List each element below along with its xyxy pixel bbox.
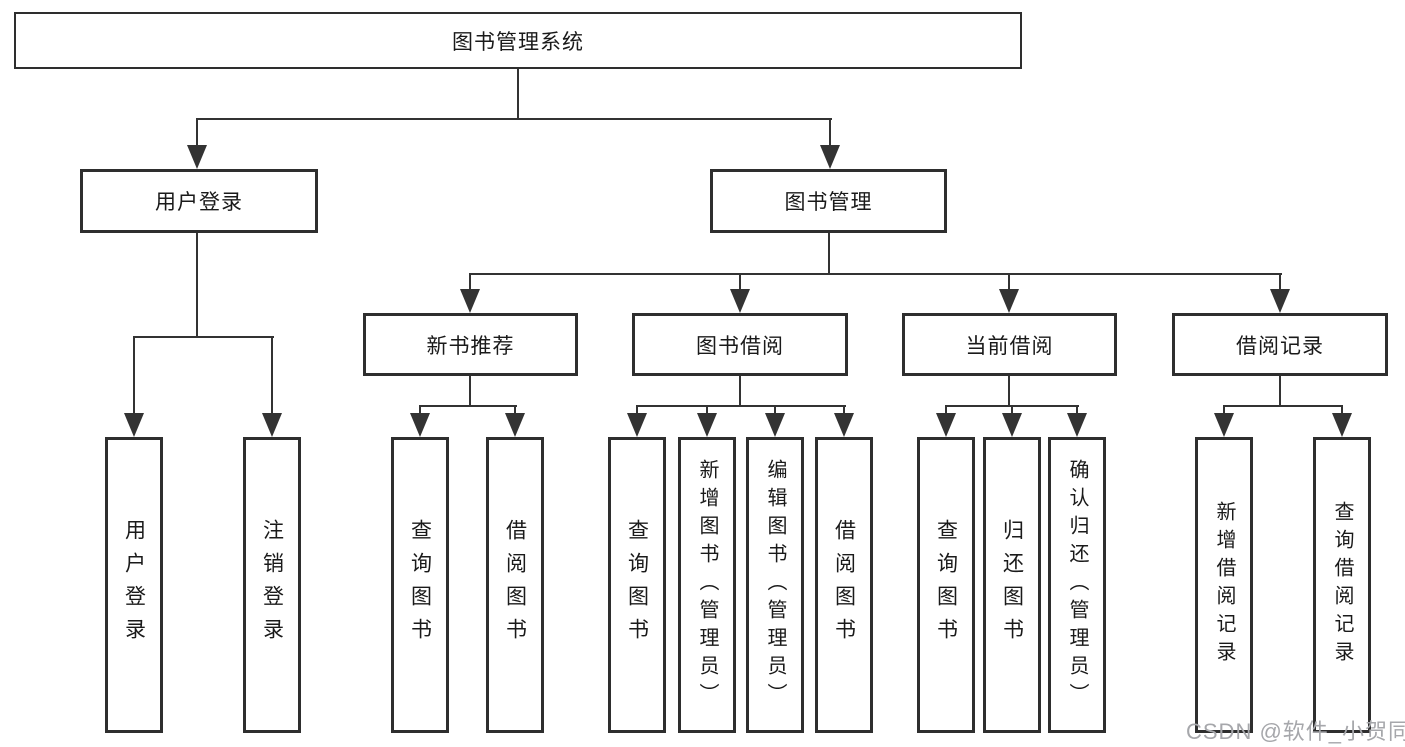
connector-line — [514, 405, 516, 417]
connector-line — [133, 336, 135, 416]
leaf-user-login: 用户登录 — [105, 437, 163, 733]
arrow-down-icon — [505, 413, 525, 437]
arrow-down-icon — [410, 413, 430, 437]
node-label: 图书管理 — [784, 191, 873, 214]
leaf-label: 借阅图书 — [832, 519, 856, 651]
connector-line — [469, 376, 471, 407]
connector-line — [636, 405, 638, 417]
leaf-label: 新增图书（管理员） — [696, 459, 718, 711]
node-label: 新书推荐 — [426, 334, 515, 358]
connector-line — [706, 405, 708, 417]
connector-line — [419, 405, 517, 407]
node-label: 用户登录 — [155, 191, 243, 214]
connector-line — [517, 69, 519, 118]
leaf-label: 查询图书 — [625, 519, 649, 651]
connector-line — [1341, 405, 1343, 417]
arrow-down-icon — [262, 413, 282, 437]
connector-line — [1011, 405, 1013, 417]
arrow-down-icon — [1002, 413, 1022, 437]
connector-line — [1008, 376, 1010, 407]
leaf-query-books-current: 查询图书 — [917, 437, 975, 733]
leaf-add-book-admin: 新增图书（管理员） — [678, 437, 736, 733]
leaf-query-books-recommend: 查询图书 — [391, 437, 449, 733]
leaf-add-borrow-record: 新增借阅记录 — [1195, 437, 1253, 733]
arrow-down-icon — [820, 145, 840, 169]
leaf-label: 借阅图书 — [503, 519, 527, 651]
connector-line — [196, 118, 198, 148]
connector-line — [1076, 405, 1078, 417]
connector-line — [1279, 376, 1281, 407]
leaf-edit-book-admin: 编辑图书（管理员） — [746, 437, 804, 733]
connector-line — [196, 118, 832, 120]
connector-line — [828, 233, 830, 275]
connector-line — [945, 405, 947, 417]
connector-line — [271, 336, 273, 416]
arrow-down-icon — [697, 413, 717, 437]
connector-line — [1223, 405, 1225, 417]
arrow-down-icon — [124, 413, 144, 437]
arrow-down-icon — [1332, 413, 1352, 437]
arrow-down-icon — [834, 413, 854, 437]
node-label: 图书管理系统 — [452, 30, 584, 54]
leaf-query-borrow-record: 查询借阅记录 — [1313, 437, 1371, 733]
leaf-return-books: 归还图书 — [983, 437, 1041, 733]
arrow-down-icon — [765, 413, 785, 437]
arrow-down-icon — [460, 289, 480, 313]
leaf-label: 用户登录 — [122, 519, 146, 651]
connector-line — [774, 405, 776, 417]
node-book-management: 图书管理 — [710, 169, 947, 233]
node-user-login: 用户登录 — [80, 169, 318, 233]
node-borrowing-records: 借阅记录 — [1172, 313, 1388, 376]
node-library-management-system: 图书管理系统 — [14, 12, 1022, 69]
connector-line — [419, 405, 421, 417]
leaf-logout: 注销登录 — [243, 437, 301, 733]
arrow-down-icon — [730, 289, 750, 313]
arrow-down-icon — [936, 413, 956, 437]
connector-line — [829, 118, 831, 148]
arrow-down-icon — [1214, 413, 1234, 437]
leaf-label: 归还图书 — [1000, 519, 1024, 651]
leaf-query-books-borrowing: 查询图书 — [608, 437, 666, 733]
node-book-borrowing: 图书借阅 — [632, 313, 848, 376]
arrow-down-icon — [1067, 413, 1087, 437]
node-new-book-recommendation: 新书推荐 — [363, 313, 578, 376]
node-current-borrowing: 当前借阅 — [902, 313, 1117, 376]
leaf-label: 注销登录 — [260, 519, 284, 651]
connector-line — [196, 233, 198, 338]
node-label: 当前借阅 — [965, 334, 1054, 358]
connector-line — [739, 376, 741, 407]
leaf-borrow-books-recommend: 借阅图书 — [486, 437, 544, 733]
leaf-confirm-return-admin: 确认归还（管理员） — [1048, 437, 1106, 733]
arrow-down-icon — [187, 145, 207, 169]
arrow-down-icon — [627, 413, 647, 437]
connector-line — [739, 273, 741, 291]
arrow-down-icon — [999, 289, 1019, 313]
arrow-down-icon — [1270, 289, 1290, 313]
connector-line — [843, 405, 845, 417]
leaf-label: 新增借阅记录 — [1213, 501, 1235, 669]
connector-line — [469, 273, 1282, 275]
node-label: 图书借阅 — [696, 334, 784, 358]
connector-line — [1223, 405, 1343, 407]
leaf-label: 查询借阅记录 — [1331, 501, 1353, 669]
connector-line — [133, 336, 274, 338]
connector-line — [1008, 273, 1010, 291]
leaf-label: 查询图书 — [934, 519, 958, 651]
leaf-borrow-books-borrowing: 借阅图书 — [815, 437, 873, 733]
node-label: 借阅记录 — [1236, 334, 1324, 358]
connector-line — [469, 273, 471, 291]
leaf-label: 确认归还（管理员） — [1066, 459, 1088, 711]
leaf-label: 查询图书 — [408, 519, 432, 651]
connector-line — [1279, 273, 1281, 291]
csdn-watermark: CSDN @软件_小贺同学 — [1186, 719, 1405, 744]
leaf-label: 编辑图书（管理员） — [764, 459, 786, 711]
connector-line — [636, 405, 846, 407]
